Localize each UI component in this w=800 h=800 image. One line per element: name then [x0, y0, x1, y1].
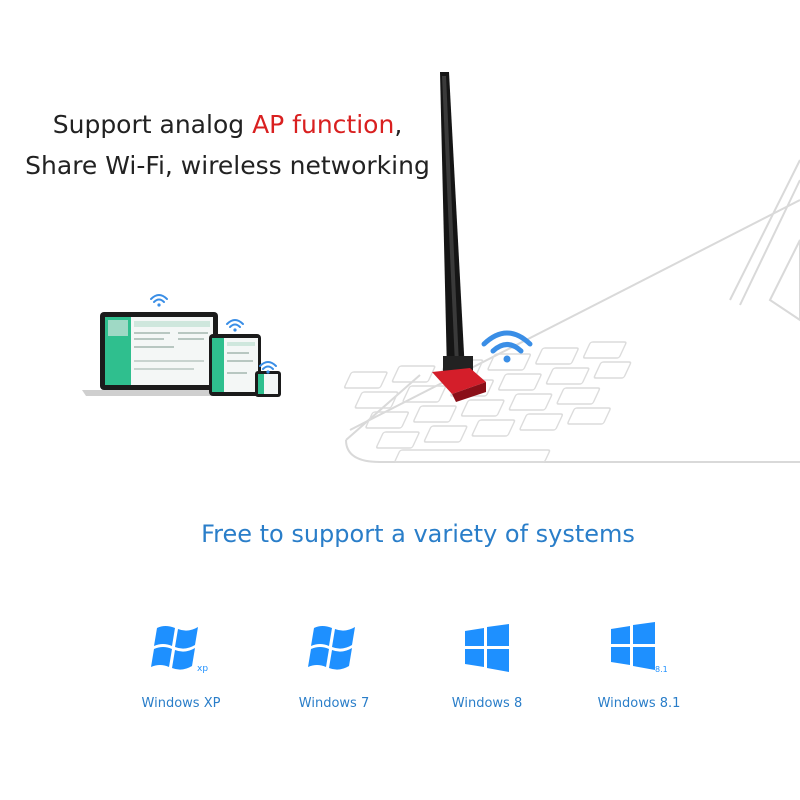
windows-8-logo-icon	[465, 624, 509, 672]
os-windows-xp: xp Windows XP	[106, 622, 256, 711]
os-windows-7: Windows 7	[259, 622, 409, 711]
os-windows-8: Windows 8	[412, 622, 562, 711]
os-label-windows-xp: Windows XP	[141, 696, 221, 711]
headline-line-2: Share Wi-Fi, wireless networking	[25, 151, 430, 180]
windows-7-logo-icon	[308, 626, 355, 670]
headline-prefix: Support analog	[52, 110, 253, 139]
keyboard-keys	[343, 341, 632, 463]
usb-adapter-antenna	[432, 72, 486, 402]
os-label-windows-7: Windows 7	[298, 696, 370, 711]
windows-8-1-badge: 8.1	[655, 665, 668, 674]
os-windows-8-1: 8.1 Windows 8.1	[564, 622, 714, 711]
headline-suffix: ,	[394, 110, 403, 139]
line-laptop	[345, 159, 800, 463]
headline-highlight: AP function	[252, 110, 395, 139]
windows-8-1-logo-icon: 8.1	[611, 622, 668, 674]
systems-title: Free to support a variety of systems	[201, 520, 635, 548]
product-illustration	[82, 72, 800, 463]
windows-xp-logo-icon: xp	[151, 626, 208, 674]
wifi-signal-icon	[481, 330, 533, 363]
os-label-windows-8: Windows 8	[451, 696, 523, 711]
devices-group	[82, 294, 281, 397]
windows-xp-badge: xp	[197, 664, 208, 674]
os-label-windows-8-1: Windows 8.1	[597, 696, 681, 711]
headline-line-1: Support analog AP function,	[0, 110, 455, 140]
